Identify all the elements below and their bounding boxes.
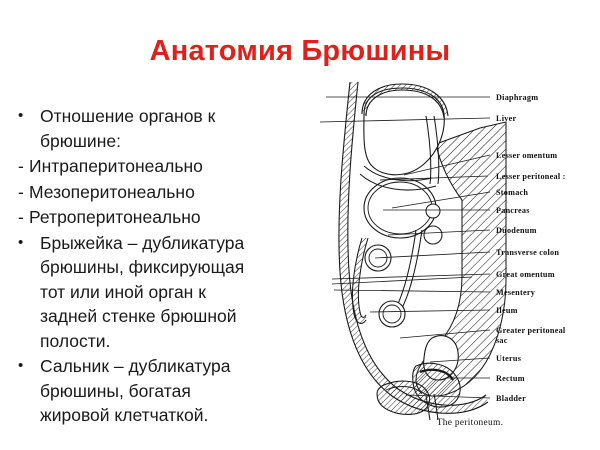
bullet-marker: • [18,107,24,124]
leader-line [333,289,491,293]
leader-line [391,191,491,209]
leader-line [331,273,491,280]
organ-label: Stomach [496,188,529,197]
organ-label: Liver [496,114,517,123]
bullet-item: -Мезоперитонеально [12,180,318,205]
bullet-text: Ретроперитонеально [29,207,201,227]
bullet-marker: - [18,156,24,176]
leader-line [331,276,473,285]
bullet-marker: • [18,233,24,251]
leader-line [320,117,491,123]
bullet-marker: - [18,207,24,227]
organ-label: Pancreas [496,206,530,215]
page-title: Анатомия Брюшины [149,35,451,67]
leader-line [387,229,491,236]
organ-label: Bladder [496,394,526,403]
leader-line [379,175,489,181]
organ-label: Lesser omentum [496,151,558,160]
organ-label: Diaphragm [496,93,539,102]
bullet-text: Сальник – дубликатура брюшины, богатая ж… [40,356,231,425]
organ-label: Duodenum [496,226,537,235]
figure-caption: The peritoneum. [436,418,504,428]
bullet-item: • Сальник – дубликатура брюшины, богатая … [12,354,318,428]
bullet-item: • Отношение органов к брюшине: [12,104,318,153]
leader-line [429,357,491,363]
organ-label: Greater peritoneal sac [496,326,566,345]
bullet-text: Интраперитонеально [29,156,203,176]
leader-line [369,309,491,313]
leader-line [399,329,491,339]
organ-label: Uterus [496,354,522,363]
bullet-marker: - [18,181,24,202]
organ-label: Lesser peritoneal : [496,172,566,181]
leader-line [374,251,491,259]
organ-label: Ileum [496,306,518,315]
bullet-marker: • [18,357,24,374]
leader-line [405,394,491,399]
bullet-text: Отношение органов к брюшине: [40,106,216,151]
leader-line [403,154,491,176]
anatomy-illustration [320,81,507,420]
bullet-item: -Интраперитонеально [12,154,318,179]
organ-label: Mesentery [496,288,536,297]
bullet-list: •Отношение органов к брюшине:-Интраперит… [12,104,318,429]
organ-label: Rectum [496,374,525,383]
bullet-text: Брыжейка – дубликатура брюшины, фиксирую… [40,232,245,351]
bullet-item: • Брыжейка – дубликатура брюшины, фиксиру… [12,231,318,354]
bullet-text: Мезоперитонеально [29,181,195,202]
organ-label: Great omentum [496,270,555,279]
organ-label: Transverse colon [496,248,560,257]
bullet-item: -Ретроперитонеально [12,205,318,230]
label-leader-lines [320,96,491,399]
